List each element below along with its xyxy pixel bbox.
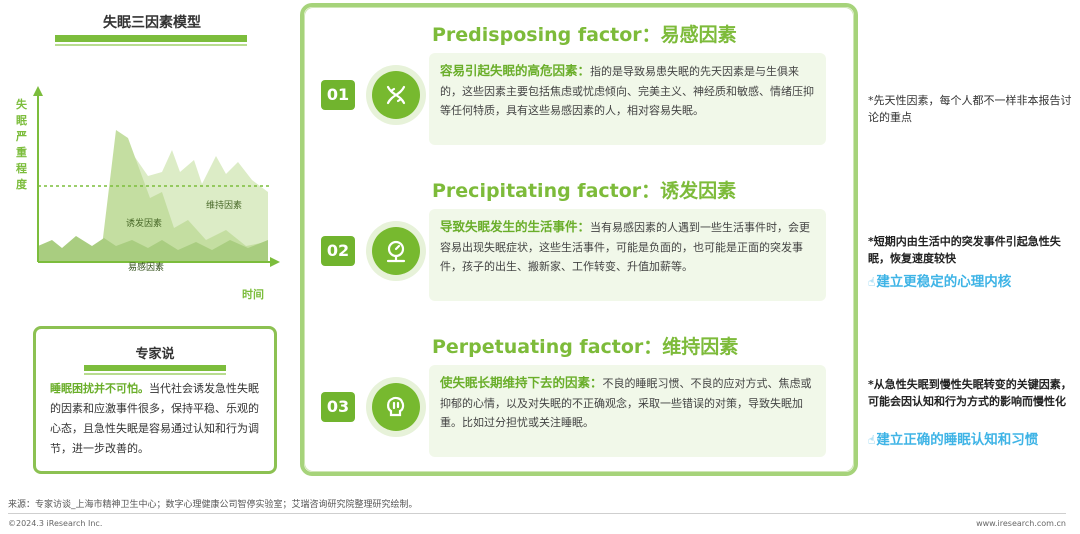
factor-icon-ring xyxy=(366,377,426,437)
brain-icon xyxy=(372,383,420,431)
hand-pointer-icon: ☝ xyxy=(868,433,876,447)
insomnia-model-chart: 失 眠 严 重 程 度 时间 诱发因素 维持因素 易感因素 xyxy=(15,86,280,301)
predisposing-label: 易感因素 xyxy=(128,261,164,273)
factor-body: 当有易感因素的人遇到一些生活事件时，会更容易出现失眠症状，这些生活事件，可能是负… xyxy=(440,221,811,273)
action-text: 建立更稳定的心理内核 xyxy=(876,274,1012,290)
expert-says-box: 专家说 睡眠困扰并不可怕。当代社会诱发急性失眠的因素和应激事件很多，保持平稳、乐… xyxy=(33,326,277,474)
factors-panel-inner-border xyxy=(304,7,854,472)
factor-icon-ring xyxy=(366,221,426,281)
factor-title-perpetuating: Perpetuating factor：维持因素 xyxy=(432,336,739,358)
factor-number-badge: 03 xyxy=(321,392,355,422)
factor-card-perpetuating: 使失眠长期维持下去的因素：不良的睡眠习惯、不良的应对方式、焦虑或抑郁的心情，以及… xyxy=(429,365,826,457)
expert-title-underline xyxy=(84,365,226,375)
factor-icon-ring xyxy=(366,65,426,125)
note-precipitating: *短期内由生活中的突发事件引起急性失眠，恢复速度较快 xyxy=(868,235,1061,265)
expert-body: 当代社会诱发急性失眠的因素和应激事件很多，保持平稳、乐观的心态，且急性失眠是容易… xyxy=(50,382,259,455)
factor-lead: 容易引起失眠的高危因素： xyxy=(440,63,591,78)
copyright: ©2024.3 iResearch Inc. xyxy=(8,519,103,528)
y-label-char: 严 xyxy=(15,130,27,143)
factor-card-predisposing: 容易引起失眠的高危因素：指的是导致易患失眠的先天因素是与生俱来的，这些因素主要包… xyxy=(429,53,826,145)
expert-highlight: 睡眠困扰并不可怕。 xyxy=(50,382,149,395)
x-axis-arrow xyxy=(270,257,280,267)
model-title: 失眠三因素模型 xyxy=(103,15,201,31)
factor-body: 不良的睡眠习惯、不良的应对方式、焦虑或抑郁的心情，以及对失眠的不正确观念，采取一… xyxy=(440,377,812,429)
factor-number-badge: 02 xyxy=(321,236,355,266)
y-label-char: 重 xyxy=(16,145,27,159)
factor-lead: 使失眠长期维持下去的因素： xyxy=(440,375,603,390)
footer-divider xyxy=(8,513,1066,514)
y-label-char: 程 xyxy=(16,161,27,175)
factor-card-precipitating: 导致失眠发生的生活事件：当有易感因素的人遇到一些生活事件时，会更容易出现失眠症状… xyxy=(429,209,826,301)
factor-body: 指的是导致易患失眠的先天因素是与生俱来的，这些因素主要包括焦虑或忧虑倾向、完美主… xyxy=(440,65,814,117)
source-note: 来源：专家访谈_上海市精神卫生中心；数字心理健康公司智停实验室；艾瑞咨询研究院整… xyxy=(8,500,418,510)
action-precipitating: ☝建立更稳定的心理内核 xyxy=(868,270,1011,290)
note-predisposing: *先天性因素，每个人都不一样非本报告讨论的重点 xyxy=(868,94,1072,124)
y-label-char: 眠 xyxy=(16,114,27,127)
factor-title-predisposing: Predisposing factor：易感因素 xyxy=(432,24,737,46)
y-label-char: 度 xyxy=(16,177,28,191)
predisposing-area xyxy=(38,236,268,262)
perpetuating-label: 维持因素 xyxy=(206,199,242,211)
x-axis-label: 时间 xyxy=(242,287,264,301)
action-text: 建立正确的睡眠认知和习惯 xyxy=(876,432,1039,448)
factor-lead: 导致失眠发生的生活事件： xyxy=(440,219,591,234)
note-perpetuating: *从急性失眠到慢性失眠转变的关键因素，可能会因认知和行为方式的影响而慢性化 xyxy=(868,378,1072,408)
factor-title-precipitating: Precipitating factor：诱发因素 xyxy=(432,180,737,202)
y-label-char: 失 xyxy=(16,97,28,111)
action-perpetuating: ☝建立正确的睡眠认知和习惯 xyxy=(868,428,1038,448)
dna-icon xyxy=(372,71,420,119)
precipitating-area xyxy=(102,130,268,262)
title-underline xyxy=(55,35,247,46)
expert-title: 专家说 xyxy=(135,347,175,362)
website-link[interactable]: www.iresearch.com.cn xyxy=(976,519,1066,528)
gauge-scale-icon xyxy=(372,227,420,275)
y-axis-arrow xyxy=(33,86,43,96)
hand-pointer-icon: ☝ xyxy=(868,275,876,289)
precipitating-label: 诱发因素 xyxy=(126,217,162,229)
factor-number-badge: 01 xyxy=(321,80,355,110)
expert-text: 睡眠困扰并不可怕。当代社会诱发急性失眠的因素和应激事件很多，保持平稳、乐观的心态… xyxy=(50,379,262,459)
